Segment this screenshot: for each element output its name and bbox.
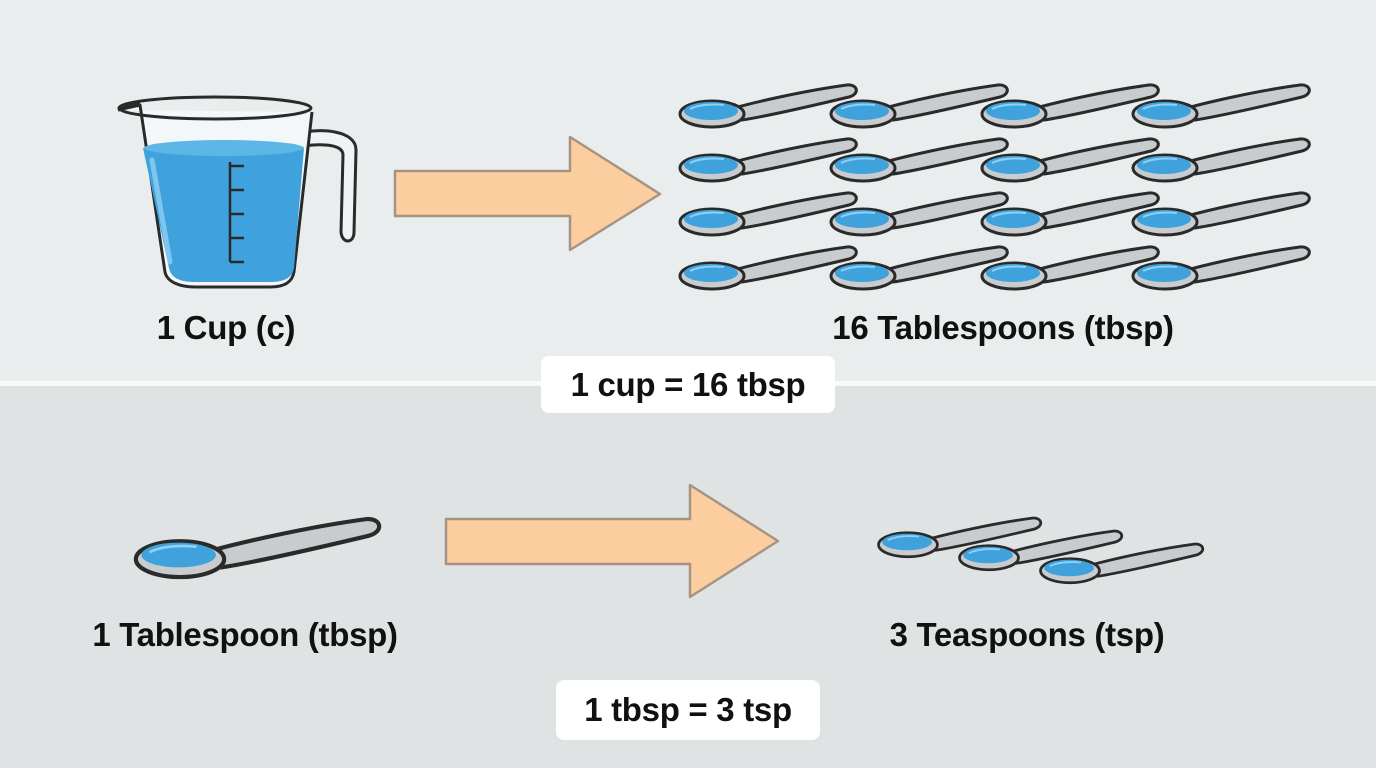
tablespoon-equation-badge: 1 tbsp = 3 tsp: [556, 680, 820, 740]
cup-label: 1 Cup (c): [156, 309, 296, 346]
measuring-cup-icon: [117, 95, 358, 289]
tablespoon-icon: [678, 191, 858, 237]
right-arrow-icon: [393, 135, 662, 252]
tablespoon-icon: [136, 519, 379, 577]
right-arrow-icon: [444, 483, 780, 599]
teaspoons-label: 3 Teaspoons (tsp): [889, 616, 1165, 653]
teaspoon-group: [877, 516, 1205, 585]
tablespoons-label: 16 Tablespoons (tbsp): [832, 309, 1174, 346]
tablespoon-grid: [678, 83, 1311, 291]
cup-equation-badge: 1 cup = 16 tbsp: [541, 356, 835, 413]
tablespoon-icon: [678, 83, 858, 129]
tablespoon-icon: [678, 137, 858, 183]
tablespoon-label: 1 Tablespoon (tbsp): [92, 616, 398, 653]
tablespoon-icon: [678, 245, 858, 291]
